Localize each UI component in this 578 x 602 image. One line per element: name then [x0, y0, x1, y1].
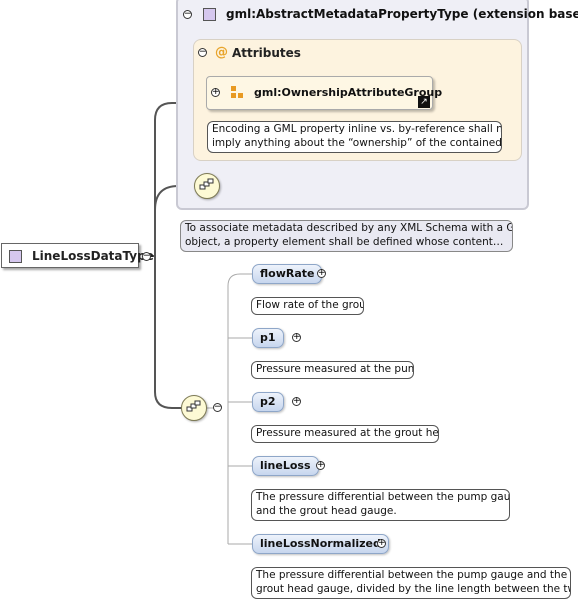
expand-toggle-icon[interactable]: + [211, 87, 220, 97]
element-lineLoss[interactable]: lineLoss [252, 456, 319, 476]
base-type-title: gml:AbstractMetadataPropertyType (extens… [226, 7, 578, 21]
element-note: Pressure measured at the pump [251, 361, 414, 379]
element-p1[interactable]: p1 [252, 328, 284, 348]
complex-type-icon [9, 250, 22, 263]
attribute-group-icon [231, 86, 244, 99]
base-type-note: To associate metadata described by any X… [180, 220, 513, 252]
attribute-group-name: gml:OwnershipAttributeGroup [254, 86, 443, 99]
collapse-toggle-icon[interactable]: − [183, 9, 192, 19]
element-note: The pressure differential between the pu… [251, 489, 510, 521]
element-note: Flow rate of the grout [251, 297, 364, 315]
expand-toggle-icon[interactable]: + [316, 460, 325, 470]
sequence-compositor-icon[interactable] [194, 173, 220, 199]
reference-link-icon[interactable]: ↗ [418, 96, 430, 108]
sequence-compositor-icon[interactable] [181, 395, 207, 421]
element-p2[interactable]: p2 [252, 392, 284, 412]
attribute-group-note: Encoding a GML property inline vs. by-re… [207, 121, 502, 153]
expand-toggle-icon[interactable]: + [317, 268, 326, 278]
element-flowRate[interactable]: flowRate [252, 264, 323, 284]
expand-toggle-icon[interactable]: + [377, 538, 386, 548]
attribute-at-icon: @ [215, 45, 228, 60]
attribute-group-box[interactable] [206, 76, 433, 110]
collapse-toggle-icon[interactable]: − [142, 251, 151, 261]
attributes-label: Attributes [232, 46, 301, 60]
expand-toggle-icon[interactable]: + [292, 396, 301, 406]
element-note: Pressure measured at the grout head [251, 425, 439, 443]
expand-toggle-icon[interactable]: + [292, 332, 301, 342]
root-type-name: LineLossDataType [32, 249, 154, 263]
collapse-toggle-icon[interactable]: − [198, 47, 207, 57]
collapse-toggle-icon[interactable]: − [213, 402, 222, 412]
element-lineLossNormalized[interactable]: lineLossNormalized [252, 534, 389, 554]
complex-type-icon [203, 8, 216, 21]
root-type-box[interactable] [1, 243, 139, 268]
element-note: The pressure differential between the pu… [251, 567, 571, 599]
